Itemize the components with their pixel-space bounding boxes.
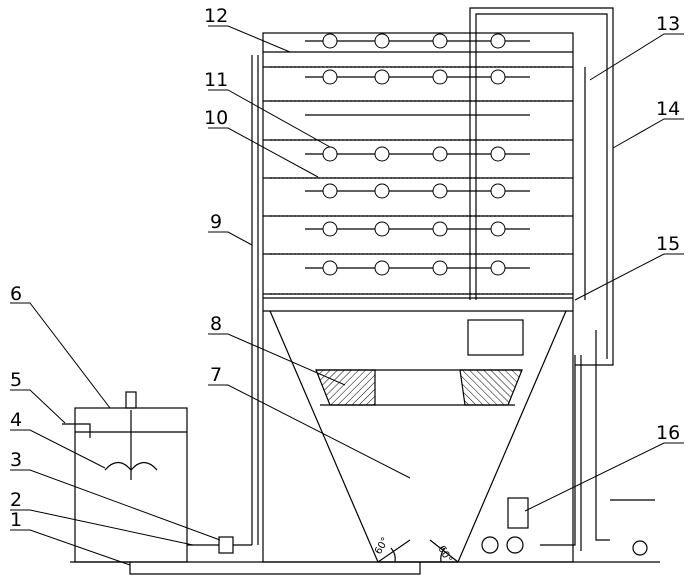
mixer-blades [104, 461, 158, 471]
label-6: 6 [10, 283, 22, 305]
packing-left [315, 369, 376, 406]
bottom-pipe-1 [129, 562, 421, 575]
mixer-motor [125, 391, 137, 409]
drain-pipe [540, 355, 576, 546]
part-labels: 1 2 3 4 5 6 7 8 9 10 11 12 13 14 15 16 6… [10, 5, 680, 565]
label-1: 1 [10, 509, 22, 531]
label-15: 15 [656, 233, 680, 255]
packing-right [459, 369, 523, 406]
blower-16 [507, 497, 529, 529]
return-pipe-14 [469, 7, 614, 366]
circulation-pipe [595, 330, 610, 541]
label-5: 5 [10, 369, 22, 391]
settling-hopper [269, 310, 379, 563]
inlet-pipe-5 [62, 423, 91, 438]
tray-lines [263, 51, 573, 312]
pump-right [632, 540, 648, 556]
leader-lines [10, 25, 684, 566]
tank-15 [467, 319, 524, 356]
label-13: 13 [656, 13, 680, 35]
angle-label-left: 60° [373, 536, 391, 557]
label-14: 14 [656, 98, 680, 120]
distributor-pipes [270, 66, 565, 295]
label-11: 11 [204, 69, 228, 91]
label-7: 7 [210, 364, 222, 386]
label-4: 4 [10, 409, 22, 431]
label-12: 12 [204, 5, 228, 27]
pump-3 [218, 536, 234, 554]
label-10: 10 [204, 107, 228, 129]
label-16: 16 [656, 422, 680, 444]
settling-hopper-right [457, 310, 567, 563]
label-9: 9 [210, 211, 222, 233]
aerator-discs [322, 33, 506, 276]
label-3: 3 [10, 449, 22, 471]
label-2: 2 [10, 489, 22, 511]
label-8: 8 [210, 313, 222, 335]
